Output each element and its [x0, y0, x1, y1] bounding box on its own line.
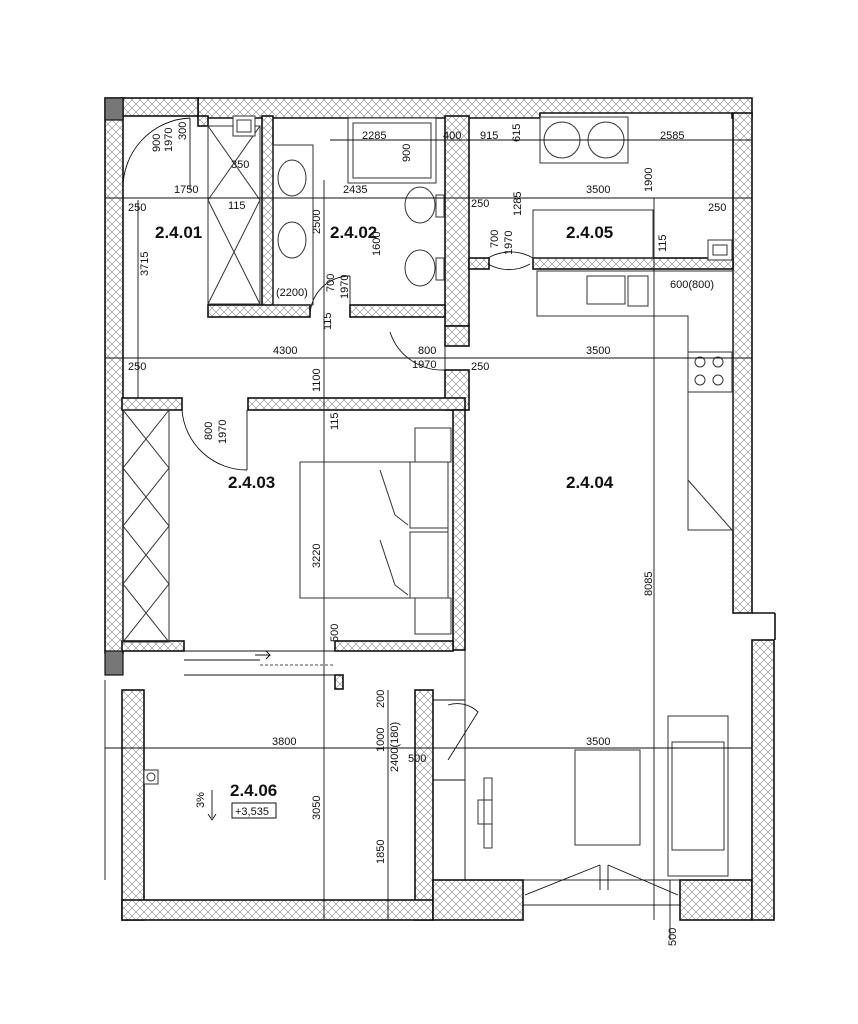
- dim-1100: 1100: [311, 368, 323, 392]
- dim-800-b: 800: [203, 422, 215, 440]
- doors: [122, 117, 681, 906]
- dim-300: 300: [177, 122, 189, 140]
- dim-1970-c: 1970: [503, 231, 515, 255]
- dimension-texts: 900 1970 300 350 1750 2285 900 2435 400 …: [128, 122, 726, 946]
- dim-115-c: 115: [322, 312, 334, 330]
- slope-mark: 3%: [195, 792, 207, 808]
- room-label-2-4-03: 2.4.03: [228, 473, 275, 492]
- dimension-lines: [105, 139, 752, 940]
- dim-2435: 2435: [343, 184, 367, 196]
- inner-outlines: [104, 650, 466, 880]
- dim-3715: 3715: [139, 252, 151, 276]
- dim-4300: 4300: [273, 345, 297, 357]
- room-label-2-4-01: 2.4.01: [155, 223, 202, 242]
- dim-1600: 1600: [371, 232, 383, 256]
- dim-500-b: 500: [408, 753, 426, 765]
- dim-250-b: 250: [471, 198, 489, 210]
- dim-1970-e: 1970: [217, 420, 229, 444]
- dim-115-b: 115: [657, 234, 669, 252]
- dim-200: 200: [375, 690, 387, 708]
- room-label-2-4-06: 2.4.06: [230, 781, 277, 800]
- dim-400: 400: [443, 130, 461, 142]
- dim-915: 915: [480, 130, 498, 142]
- room-label-2-4-04: 2.4.04: [566, 473, 614, 492]
- dim-900-b: 900: [401, 144, 413, 162]
- dim-3220: 3220: [311, 544, 323, 568]
- level-mark-text: +3,535: [235, 806, 269, 818]
- room-label-2-4-05: 2.4.05: [566, 223, 613, 242]
- dim-1900: 1900: [643, 168, 655, 192]
- dim-1750: 1750: [174, 184, 198, 196]
- dim-3050: 3050: [311, 796, 323, 820]
- dim-3800: 3800: [272, 736, 296, 748]
- dim-2585: 2585: [660, 130, 684, 142]
- dim-900: 900: [151, 134, 163, 152]
- dim-250-a: 250: [128, 202, 146, 214]
- dim-3500-c: 3500: [586, 736, 610, 748]
- room-labels: 2.4.01 2.4.02 2.4.03 2.4.04 2.4.05 2.4.0…: [155, 223, 614, 800]
- level-mark: +3,535 3%: [195, 790, 277, 821]
- dim-700-b: 700: [489, 230, 501, 248]
- room-label-2-4-02: 2.4.02: [330, 223, 377, 242]
- dim-600-800: 600(800): [670, 279, 714, 291]
- dim-115-a: 115: [228, 200, 246, 212]
- dim-615: 615: [511, 124, 523, 142]
- dim-115-d: 115: [329, 412, 341, 430]
- dim-800-a: 800: [418, 345, 436, 357]
- furniture: [122, 115, 734, 877]
- dim-2400-180: 2400(180): [389, 722, 401, 772]
- dim-500-c: 500: [667, 928, 679, 946]
- dim-500-a: 500: [329, 624, 341, 642]
- dim-2285: 2285: [362, 130, 386, 142]
- dim-250-d: 250: [471, 361, 489, 373]
- dim-700-a: 700: [325, 274, 337, 292]
- dim-8085: 8085: [643, 572, 655, 596]
- dim-1970-b: 1970: [339, 275, 351, 299]
- dim-1970-d: 1970: [412, 359, 436, 371]
- dim-3500-a: 3500: [586, 184, 610, 196]
- dim-350: 350: [231, 159, 249, 171]
- dim-1850: 1850: [375, 840, 387, 864]
- dim-2500: 2500: [311, 210, 323, 234]
- dim-250-c: 250: [708, 202, 726, 214]
- dim-2200: (2200): [276, 287, 308, 299]
- dim-1970-a: 1970: [163, 128, 175, 152]
- dim-1285: 1285: [512, 192, 524, 216]
- dim-250-e: 250: [128, 361, 146, 373]
- dim-1000: 1000: [375, 728, 387, 752]
- dim-3500-b: 3500: [586, 345, 610, 357]
